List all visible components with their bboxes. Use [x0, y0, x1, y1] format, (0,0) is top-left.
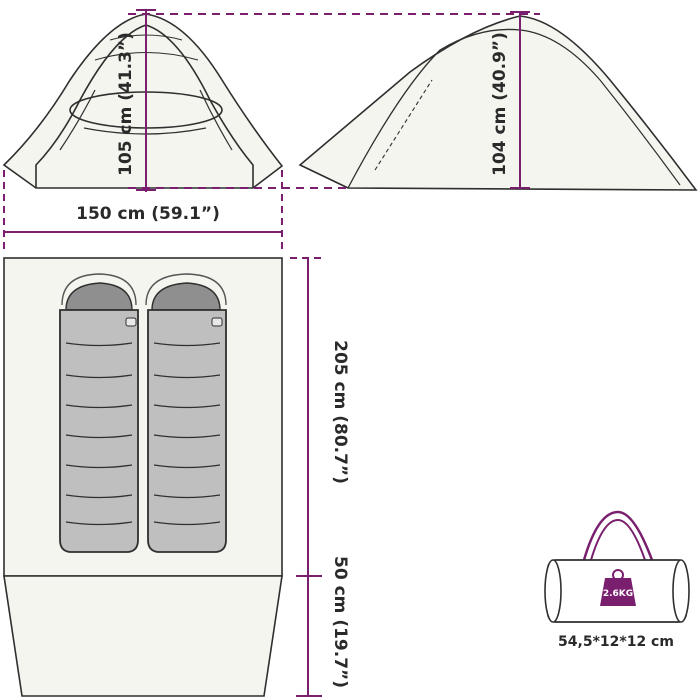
sleeping-bag-left: [59, 273, 139, 553]
side-height-label: 104 cm (40.9”): [490, 32, 510, 176]
front-view: [2, 13, 284, 189]
vestibule-length-label: 50 cm (19.7”): [330, 556, 350, 688]
floor-plan: [3, 257, 283, 697]
bag-size-label: 54,5*12*12 cm: [558, 634, 674, 650]
sleeping-bag-right: [145, 273, 227, 553]
length-dimensions: [290, 257, 322, 697]
front-view-shell: [2, 13, 284, 189]
vestibule-floor: [3, 575, 283, 697]
width-dimension: [3, 170, 283, 252]
inner-tent-floor: [3, 257, 283, 577]
carry-bag: 2.6KG: [544, 510, 690, 623]
width-label: 150 cm (59.1”): [76, 204, 220, 224]
side-view: [298, 15, 698, 191]
weight-icon: [600, 578, 636, 606]
weight-label: 2.6KG: [603, 589, 633, 599]
height-dimensions: [128, 9, 540, 192]
front-height-label: 105 cm (41.3”): [116, 32, 136, 176]
floor-length-label: 205 cm (80.7”): [330, 340, 350, 484]
